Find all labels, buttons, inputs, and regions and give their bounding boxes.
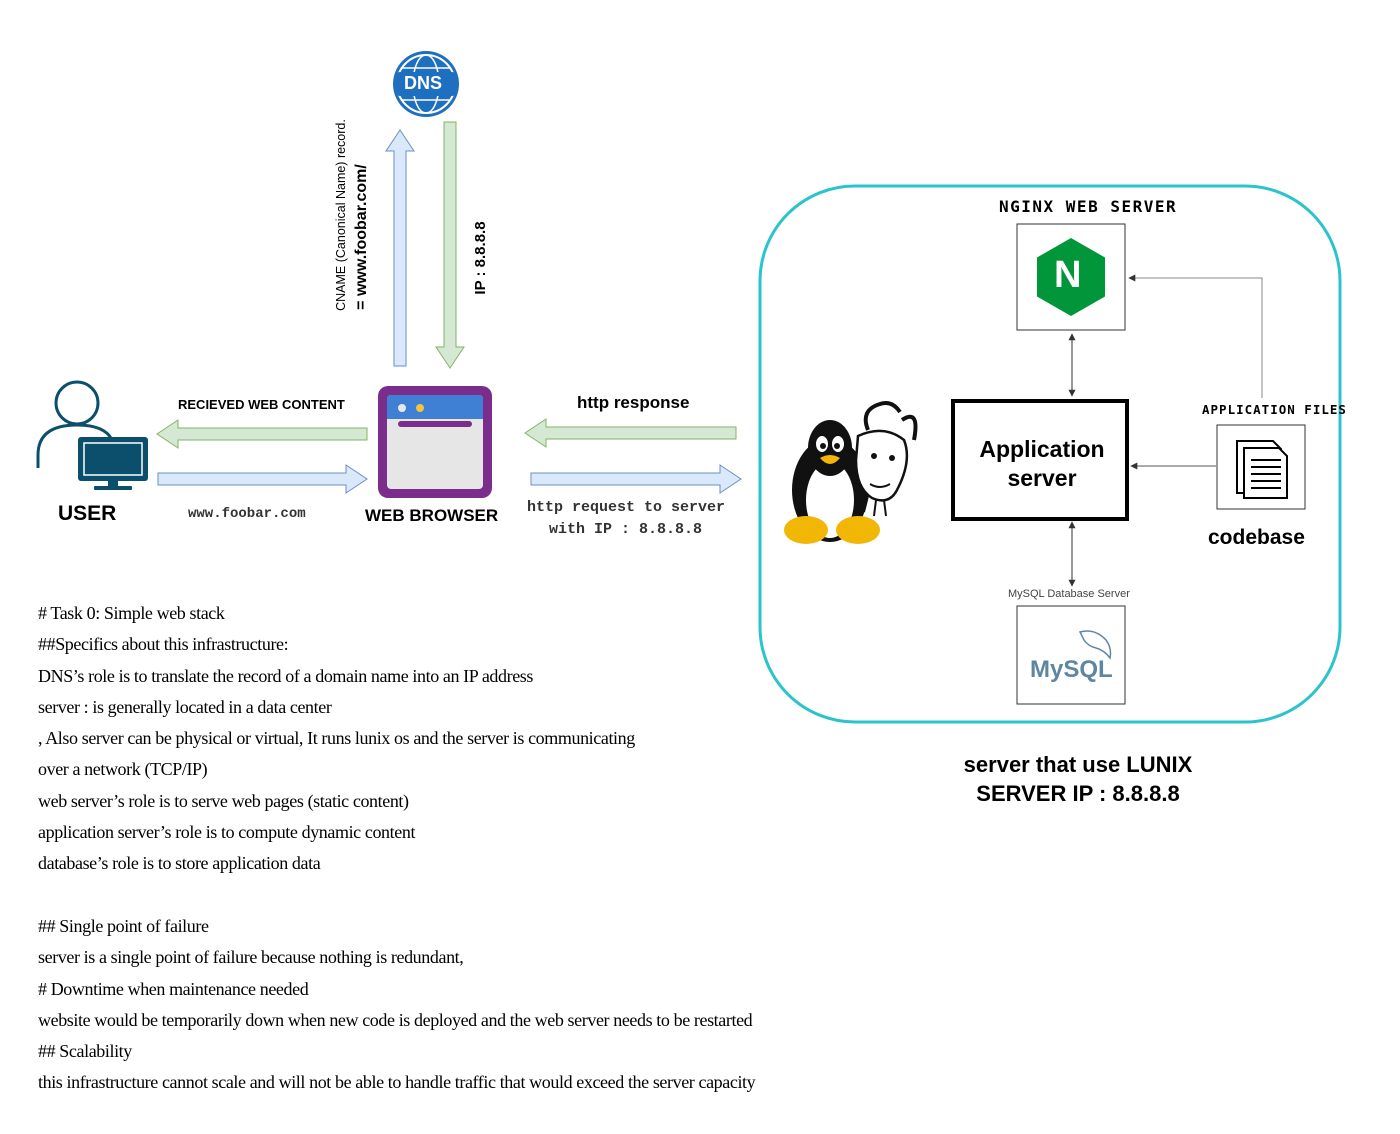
- dns-ip-label: IP : 8.8.8.8: [472, 221, 489, 295]
- nginx-label: NGINX WEB SERVER: [999, 197, 1178, 216]
- received-content-label: RECIEVED WEB CONTENT: [178, 397, 345, 412]
- notes-block: # Task 0: Simple web stack ##Specifics a…: [38, 598, 858, 1099]
- dns-icon-text: DNS: [404, 73, 443, 93]
- mysql-box: [1016, 605, 1126, 705]
- nginx-logo-icon: [1037, 238, 1105, 316]
- notes-line: server : is generally located in a data …: [38, 696, 332, 717]
- server-caption-line2: SERVER IP : 8.8.8.8: [976, 781, 1180, 806]
- mysql-caption: MySQL Database Server: [1008, 588, 1130, 600]
- user-icon: [36, 380, 148, 490]
- notes-line: ##Specifics about this infrastructure:: [38, 634, 289, 655]
- http-response-label: http response: [577, 393, 690, 412]
- notes-line: web server’s role is to serve web pages …: [38, 790, 409, 811]
- arrow-http-response: [524, 418, 737, 448]
- dns-globe-icon: [393, 51, 459, 117]
- connector-files-nginx: [1128, 274, 1263, 398]
- notes-line: over a network (TCP/IP): [38, 759, 208, 780]
- browser-icon: [378, 386, 492, 498]
- notes-line: ## Scalability: [38, 1041, 132, 1062]
- user-request-label: www.foobar.com: [188, 506, 306, 522]
- app-server-label-line2: server: [1007, 465, 1077, 491]
- user-label: USER: [58, 502, 117, 525]
- browser-label: WEB BROWSER: [365, 506, 499, 525]
- notes-line: ## Single point of failure: [38, 915, 209, 936]
- server-caption-line1: server that use LUNIX: [963, 752, 1193, 777]
- nginx-logo-letter: N: [1054, 254, 1082, 296]
- notes-line: DNS’s role is to translate the record of…: [38, 665, 533, 686]
- cname-label-line1: CNAME (Canonical Name) record.: [334, 119, 348, 311]
- notes-line: database’s role is to store application …: [38, 853, 321, 874]
- arrow-received-content: [156, 419, 368, 449]
- document-icon: [1236, 440, 1288, 499]
- http-request-label-line1: http request to server: [527, 499, 726, 516]
- codebase-label: codebase: [1208, 526, 1305, 549]
- gnu-head-icon: [854, 401, 918, 517]
- server-container: [758, 184, 1342, 724]
- arrow-dns-response: [435, 121, 465, 369]
- notes-line: , Also server can be physical or virtual…: [38, 728, 635, 749]
- notes-line: # Task 0: Simple web stack: [38, 603, 225, 623]
- arrow-dns-query: [385, 129, 415, 367]
- app-server-box: [951, 399, 1129, 521]
- http-request-label-line2: with IP : 8.8.8.8: [549, 521, 703, 538]
- app-server-label-line1: Application: [979, 436, 1105, 462]
- app-files-label: APPLICATION FILES: [1202, 402, 1347, 417]
- tux-penguin-icon: [784, 420, 880, 544]
- mysql-dolphin-icon: [1078, 630, 1112, 660]
- notes-line: # Downtime when maintenance needed: [38, 978, 309, 999]
- notes-line: [38, 880, 858, 911]
- notes-line: website would be temporarily down when n…: [38, 1009, 753, 1030]
- notes-line: server is a single point of failure beca…: [38, 947, 464, 968]
- notes-line: application server’s role is to compute …: [38, 822, 416, 843]
- mysql-logo-text: MySQL: [1030, 656, 1113, 683]
- arrow-user-request: [157, 464, 368, 494]
- notes-line: this infrastructure cannot scale and wil…: [38, 1072, 756, 1093]
- cname-label-line2: = www.foobar.com/: [353, 164, 370, 310]
- arrow-http-request: [530, 464, 742, 494]
